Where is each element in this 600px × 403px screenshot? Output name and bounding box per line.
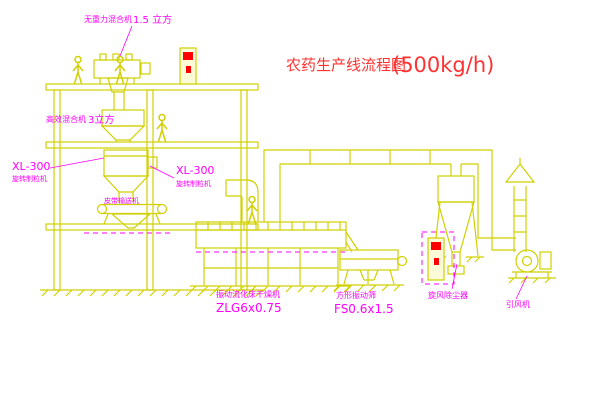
building-frame bbox=[40, 83, 265, 297]
label-screen-name: 方形振动筛 bbox=[336, 290, 376, 300]
exhaust-duct bbox=[263, 149, 516, 251]
high-efficiency-mixer bbox=[100, 92, 146, 142]
control-cabinet-1 bbox=[179, 47, 197, 85]
worker-figure bbox=[246, 195, 258, 225]
label-cyclone: 旋风除尘器 bbox=[428, 290, 468, 300]
diagram-title-capacity: (500kg/h) bbox=[392, 53, 494, 77]
label-dryer-model: ZLG6x0.75 bbox=[216, 301, 282, 315]
leader-line-fan bbox=[515, 275, 528, 300]
gravity-free-mixer bbox=[93, 53, 151, 93]
exhaust-stack bbox=[504, 158, 536, 252]
granulator-xl300 bbox=[102, 149, 158, 202]
label-granulator-left-name: 旋转制粒机 bbox=[12, 174, 47, 183]
leader-line-mixer bbox=[119, 25, 133, 57]
label-dryer-name: 振动流化床干燥机 bbox=[216, 289, 280, 299]
leader-line-cyclone bbox=[451, 263, 458, 290]
label-granulator-center-name: 旋转制粒机 bbox=[176, 179, 211, 188]
label-mixer-top-capacity: 1.5 立方 bbox=[133, 13, 172, 26]
leader-line-granulator-center bbox=[149, 165, 175, 179]
label-granulator-center-model: XL-300 bbox=[176, 164, 214, 177]
fluid-bed-dryer bbox=[189, 221, 351, 293]
label-mixer-top-name: 无重力混合机 bbox=[84, 14, 132, 24]
label-conveyor: 皮带输送机 bbox=[104, 196, 139, 205]
induced-draft-fan bbox=[508, 249, 556, 284]
leader-line-granulator-left bbox=[49, 157, 105, 169]
worker-figure bbox=[72, 55, 84, 85]
discharge-hopper bbox=[110, 213, 152, 229]
vibrating-screen bbox=[333, 231, 408, 292]
control-cabinet-2 bbox=[421, 231, 455, 285]
label-mixer2-capacity: 3立方 bbox=[88, 113, 114, 126]
dryer-feed-elbow bbox=[225, 179, 259, 222]
label-screen-model: FS0.6x1.5 bbox=[334, 302, 394, 316]
label-fan: 引风机 bbox=[506, 299, 530, 309]
label-granulator-left-model: XL-300 bbox=[12, 160, 50, 173]
worker-figure bbox=[156, 113, 168, 143]
label-mixer2-name: 高效混合机 bbox=[46, 114, 86, 124]
diagram-title: 农药生产线流程图 bbox=[286, 56, 406, 74]
